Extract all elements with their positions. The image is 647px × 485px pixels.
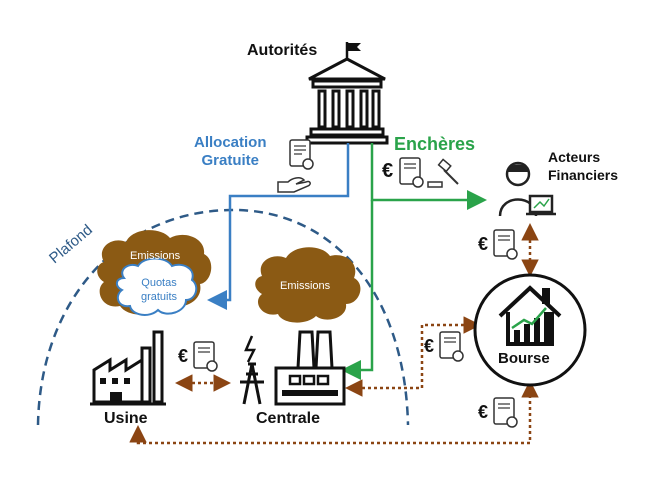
factory-emissions-label: Emissions bbox=[130, 250, 181, 262]
financial-actors-label-line2: Financiers bbox=[548, 167, 619, 183]
factory-icon bbox=[90, 330, 166, 406]
free-quota-cloud bbox=[116, 257, 198, 316]
power-plant-label: Centrale bbox=[256, 410, 321, 427]
euro-symbol-trade: € bbox=[178, 346, 189, 366]
financial-actors-label-line1: Acteurs bbox=[548, 149, 601, 165]
allocation-arrow bbox=[207, 143, 350, 310]
gavel-icon bbox=[427, 158, 459, 188]
auctions-label: Enchères bbox=[394, 134, 476, 154]
plant-emissions-cloud bbox=[255, 247, 361, 323]
financial-actors-label: Acteurs Financiers bbox=[548, 148, 618, 184]
auction-euro-symbol: € bbox=[382, 160, 394, 182]
certificate-icon-financial bbox=[493, 229, 518, 260]
euro-symbol-factory-exchange: € bbox=[478, 402, 489, 422]
power-plant-icon bbox=[240, 330, 346, 406]
free-quota-label-line1: Quotas bbox=[141, 277, 177, 289]
authorities-label: Autorités bbox=[247, 42, 318, 59]
auction-certificate-icon bbox=[399, 157, 424, 188]
exchange-label: Bourse bbox=[498, 350, 550, 367]
trade-factory-exchange bbox=[129, 380, 539, 445]
certificate-icon-plant-exchange bbox=[439, 331, 464, 362]
giving-hand-icon bbox=[277, 177, 311, 193]
euro-symbol-plant-exchange: € bbox=[424, 336, 435, 356]
free-allocation-label: Allocation Gratuite bbox=[194, 134, 267, 170]
free-quota-label-line2: gratuits bbox=[140, 291, 178, 303]
free-quota-label: Quotas gratuits bbox=[134, 276, 184, 304]
certificate-icon-trade bbox=[193, 341, 218, 372]
free-allocation-label-line2: Gratuite bbox=[201, 152, 260, 169]
factory-label: Usine bbox=[104, 410, 148, 427]
free-allocation-label-line1: Allocation bbox=[194, 134, 267, 151]
free-allocation-certificate-icon bbox=[289, 139, 314, 170]
flag-icon bbox=[345, 42, 361, 58]
plant-emissions-label: Emissions bbox=[280, 280, 331, 292]
financial-actor-icon bbox=[498, 161, 556, 217]
exchange-house-icon bbox=[498, 285, 562, 346]
authorities-building-icon bbox=[305, 57, 389, 145]
certificate-icon-factory-exchange bbox=[493, 397, 518, 428]
euro-symbol-financial: € bbox=[478, 234, 489, 254]
